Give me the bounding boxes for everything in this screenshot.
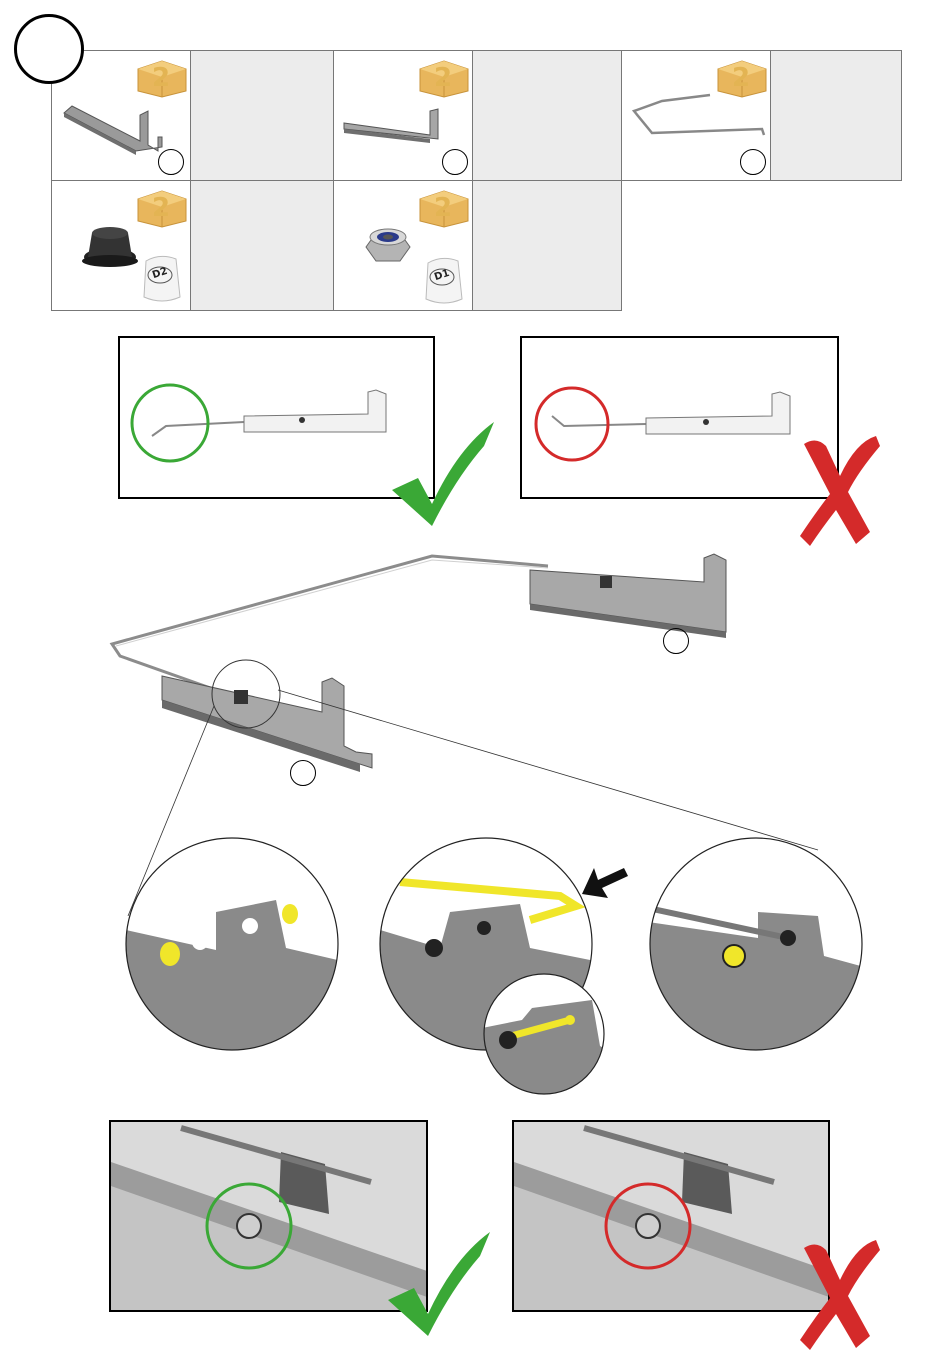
assembly-ref-circle-left: [290, 760, 316, 786]
check-mark-icon: [388, 418, 498, 528]
hardware-bag: D1: [422, 255, 464, 305]
hardware-bag: D2: [140, 253, 182, 303]
push-arrow-icon: [580, 864, 630, 904]
rod-orientation-wrong-frame: [520, 336, 839, 499]
part-cell-3: 2: [621, 50, 771, 181]
cross-mark-icon: [796, 1236, 886, 1352]
part-info-2: [472, 50, 622, 181]
part-cell-4: 2 D2: [51, 180, 191, 311]
nut-tightening-correct-frame: [109, 1120, 428, 1312]
assembly-overview-drawing: [0, 540, 950, 860]
part-info-5: [472, 180, 622, 311]
part-info-3: [770, 50, 902, 181]
nut-correct-drawing: [111, 1122, 428, 1312]
part-ref-circle: [740, 149, 766, 175]
check-mark-icon: [384, 1228, 494, 1338]
part-cell-2: 2: [333, 50, 473, 181]
detail-step-3: [648, 838, 868, 1058]
cross-mark-icon: [796, 432, 886, 548]
parts-table: 2 2 2 2: [0, 0, 950, 320]
assembly-ref-circle-right: [663, 628, 689, 654]
detail-step-1: [126, 838, 346, 1058]
part-ref-circle: [158, 149, 184, 175]
nut-tightening-wrong-frame: [512, 1120, 830, 1312]
nut-wrong-drawing: [514, 1122, 830, 1312]
part-ref-circle: [442, 149, 468, 175]
detail-step-2-inset: [482, 972, 610, 1100]
step-number-circle: [14, 14, 84, 84]
rod-wrong-drawing: [522, 338, 841, 501]
part-cell-5: 2 D1: [333, 180, 473, 311]
part-info-4: [190, 180, 334, 311]
part-info-1: [190, 50, 334, 181]
